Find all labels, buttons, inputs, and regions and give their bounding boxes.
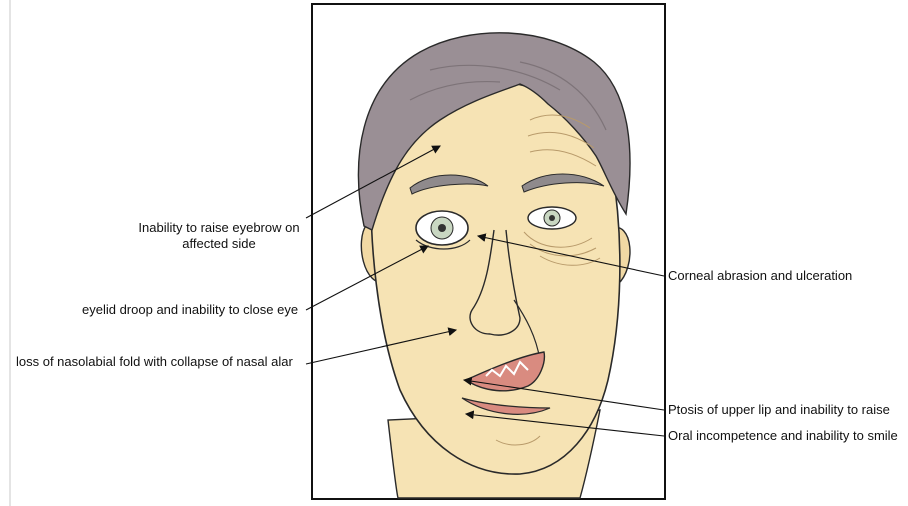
label-eyebrow-line1: Inability to raise eyebrow on (134, 220, 304, 236)
left-pupil (438, 224, 446, 232)
label-lip: Ptosis of upper lip and inability to rai… (668, 402, 906, 418)
label-eyebrow-line2: affected side (134, 236, 304, 252)
right-pupil (549, 215, 555, 221)
label-cornea: Corneal abrasion and ulceration (668, 268, 852, 284)
label-oral: Oral incompetence and inability to smile (668, 428, 906, 444)
label-eyelid: eyelid droop and inability to close eye (82, 302, 298, 318)
label-eyebrow: Inability to raise eyebrow on affected s… (134, 220, 304, 252)
label-nasolabial: loss of nasolabial fold with collapse of… (16, 354, 293, 370)
